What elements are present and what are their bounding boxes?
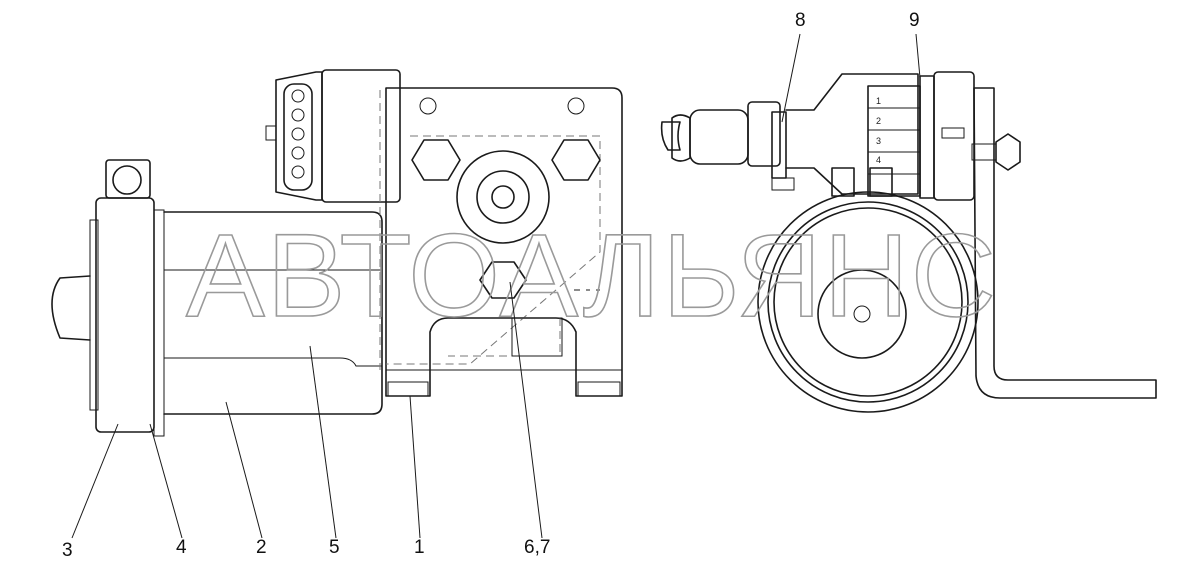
side-view: 1 2 3 4 <box>660 71 1157 413</box>
pin-label: 1 <box>876 96 881 106</box>
leader-lines <box>71 33 921 539</box>
pin-label: 2 <box>876 116 881 126</box>
motor-body <box>163 211 383 415</box>
motor-end-view <box>757 191 979 413</box>
callout-1: 1 <box>414 537 425 558</box>
terminal-block: 1 2 3 4 <box>867 71 975 201</box>
front-view <box>51 69 623 437</box>
mounting-bracket <box>379 87 623 397</box>
pin-label: 3 <box>876 136 881 146</box>
callout-5: 5 <box>329 537 340 558</box>
callout-4: 4 <box>176 537 187 558</box>
callout-2: 2 <box>256 537 267 558</box>
callout-9: 9 <box>909 10 920 31</box>
clamp-bracket <box>831 87 1157 399</box>
callouts: 3 4 2 5 1 6,7 8 9 <box>62 10 920 561</box>
callout-3: 3 <box>62 540 73 561</box>
fasteners <box>411 139 601 357</box>
end-cap <box>51 159 165 437</box>
watermark: АВТОАЛЬЯНС <box>186 210 998 342</box>
cable-plug <box>660 73 919 195</box>
callout-6-7: 6,7 <box>524 537 550 558</box>
pin-label: 4 <box>876 155 881 165</box>
electrical-connector <box>265 69 401 203</box>
callout-8: 8 <box>795 10 806 31</box>
